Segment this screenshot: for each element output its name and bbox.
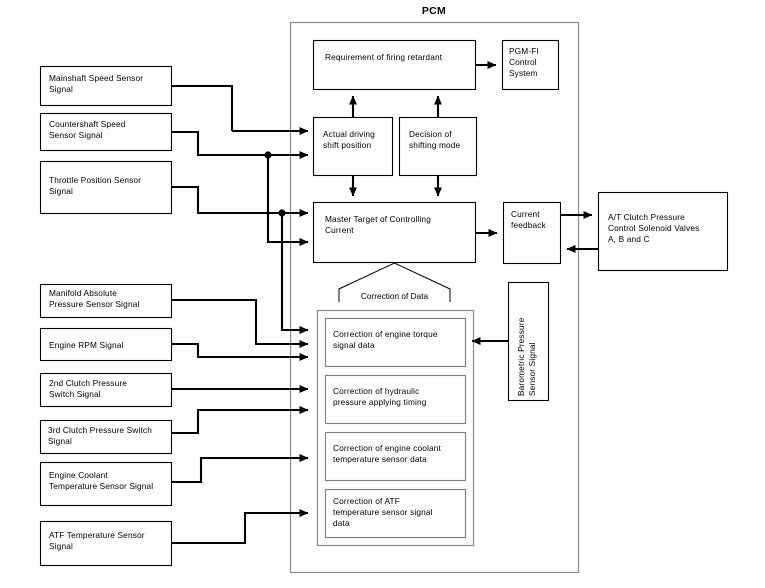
correction-label-line-1: pressure applying timing <box>333 397 427 407</box>
correction-group-container <box>316 309 475 547</box>
sensor-box-engine-coolant-temperature[interactable]: Engine Coolant Temperature Sensor Signal <box>39 461 173 507</box>
sensor-box-second-clutch-pressure-switch[interactable]: 2nd Clutch Pressure Switch Signal <box>39 372 173 408</box>
connector-engine-rpm-to-correction-engine-torque <box>171 342 309 361</box>
block-firing-retardant[interactable]: Requirement of firing retardant <box>312 39 477 91</box>
block-label-line-0: PGM-FI <box>509 46 539 56</box>
connector-manifold-to-correction-engine-torque <box>171 298 309 348</box>
block-label-line-0: Master Target of Controlling <box>325 214 431 224</box>
correction-label-line-0: Correction of engine coolant <box>333 443 442 453</box>
sensor-box-engine-rpm[interactable]: Engine RPM Signal <box>39 327 173 362</box>
block-label-line-2: System <box>509 68 538 78</box>
correction-label-line-1: temperature sensor data <box>333 454 427 464</box>
block-barometric-pressure-sensor-signal[interactable]: Barometric Pressure Sensor Signal <box>507 281 550 402</box>
correction-box-engine-coolant[interactable]: Correction of engine coolant temperature… <box>324 431 467 482</box>
connector-third-clutch-to-correction-hydraulic <box>171 406 309 435</box>
sensor-label-line-0: Throttle Position Sensor <box>49 175 141 185</box>
block-pgm-fi-control-system[interactable]: PGM-FI Control System <box>501 39 560 91</box>
junction-dot-countershaft <box>264 151 272 159</box>
block-label-line-1: Control <box>509 57 537 67</box>
connector-mainshaft-to-actual-driving-seg1 <box>171 84 234 131</box>
correction-of-data-label: Correction of Data <box>361 291 429 301</box>
block-master-target-controlling-current[interactable]: Master Target of Controlling Current <box>312 201 477 264</box>
correction-label-line-1: signal data <box>333 340 375 350</box>
correction-box-engine-torque[interactable]: Correction of engine torque signal data <box>324 317 467 368</box>
connector-atf-to-correction-atf <box>171 509 309 545</box>
block-label-line-2: A, B and C <box>608 234 650 244</box>
block-label-line-0: A/T Clutch Pressure <box>608 212 685 222</box>
block-label-line-0: Decision of <box>409 129 452 139</box>
sensor-label-line-0: 3rd Clutch Pressure Switch <box>48 425 152 435</box>
sensor-label-line-0: Countershaft Speed <box>49 119 126 129</box>
correction-label-line-0: Correction of hydraulic <box>333 386 419 396</box>
block-decision-of-shifting-mode[interactable]: Decision of shifting mode <box>398 116 478 177</box>
sensor-label-line-1: Temperature Sensor Signal <box>49 481 153 491</box>
block-label-line-1: Control Solenoid Valves <box>608 223 699 233</box>
block-label-line-0: Current <box>511 209 540 219</box>
correction-box-atf-temperature[interactable]: Correction of ATF temperature sensor sig… <box>324 488 467 539</box>
sensor-label-line-0: ATF Temperature Sensor <box>49 530 145 540</box>
correction-label-line-2: data <box>333 518 350 528</box>
pcm-title: PCM <box>422 5 446 17</box>
connector-countershaft-branch-to-master-target <box>266 155 309 246</box>
sensor-label-line-0: Manifold Absolute <box>49 288 117 298</box>
connector-engine-coolant-to-correction-engine-coolant <box>171 454 309 484</box>
block-label-line-1: Current <box>325 225 354 235</box>
sensor-box-atf-temperature[interactable]: ATF Temperature Sensor Signal <box>39 520 173 567</box>
sensor-label-line-1: Sensor Signal <box>49 130 103 140</box>
pcm-frame <box>289 21 580 574</box>
sensor-label-line-1: Signal <box>49 541 73 551</box>
sensor-label-line-0: 2nd Clutch Pressure <box>49 378 127 388</box>
correction-of-data-bracket <box>338 262 451 302</box>
block-label-line-1: shift position <box>323 140 371 150</box>
block-label-line-0: Barometric Pressure <box>516 317 526 396</box>
connector-throttle-branch-to-correction-engine-torque <box>280 213 309 334</box>
sensor-label-line-0: Engine RPM Signal <box>49 340 124 350</box>
block-label-line-1: feedback <box>511 220 547 230</box>
sensor-label-line-1: Pressure Sensor Signal <box>49 299 139 309</box>
correction-box-hydraulic-pressure[interactable]: Correction of hydraulic pressure applyin… <box>324 374 467 425</box>
sensor-box-throttle-position[interactable]: Throttle Position Sensor Signal <box>39 160 173 215</box>
block-label-line-1: shifting mode <box>409 140 461 150</box>
block-label-line-1: Sensor Signal <box>527 342 537 396</box>
sensor-label-line-1: Signal <box>49 84 73 94</box>
sensor-label-line-0: Mainshaft Speed Sensor <box>49 73 143 83</box>
block-label-line-0: Actual driving <box>323 129 375 139</box>
sensor-label-line-1: Switch Signal <box>49 389 101 399</box>
block-actual-driving-shift-position[interactable]: Actual driving shift position <box>312 116 394 177</box>
sensor-box-third-clutch-pressure-switch[interactable]: 3rd Clutch Pressure Switch Signal <box>39 419 173 455</box>
connector-countershaft-to-actual-driving <box>171 130 309 159</box>
sensor-box-countershaft-speed[interactable]: Countershaft Speed Sensor Signal <box>39 112 173 152</box>
junction-dot-throttle <box>278 209 286 217</box>
sensor-box-mainshaft-speed[interactable]: Mainshaft Speed Sensor Signal <box>39 65 173 107</box>
correction-label-line-1: temperature sensor signal <box>333 507 433 517</box>
sensor-box-manifold-absolute-pressure[interactable]: Manifold Absolute Pressure Sensor Signal <box>39 283 173 319</box>
sensor-label-line-0: Engine Coolant <box>49 470 108 480</box>
connector-throttle-to-master-target <box>171 185 309 217</box>
block-at-clutch-pressure-control-solenoid-valves[interactable]: A/T Clutch Pressure Control Solenoid Val… <box>597 191 729 272</box>
block-current-feedback[interactable]: Current feedback <box>502 201 562 265</box>
block-label-line-0: Requirement of firing retardant <box>325 52 443 62</box>
correction-label-line-0: Correction of ATF <box>333 496 400 506</box>
sensor-label-line-1: Signal <box>49 186 73 196</box>
sensor-label-line-1: Signal <box>48 436 72 446</box>
correction-label-line-0: Correction of engine torque <box>333 329 438 339</box>
